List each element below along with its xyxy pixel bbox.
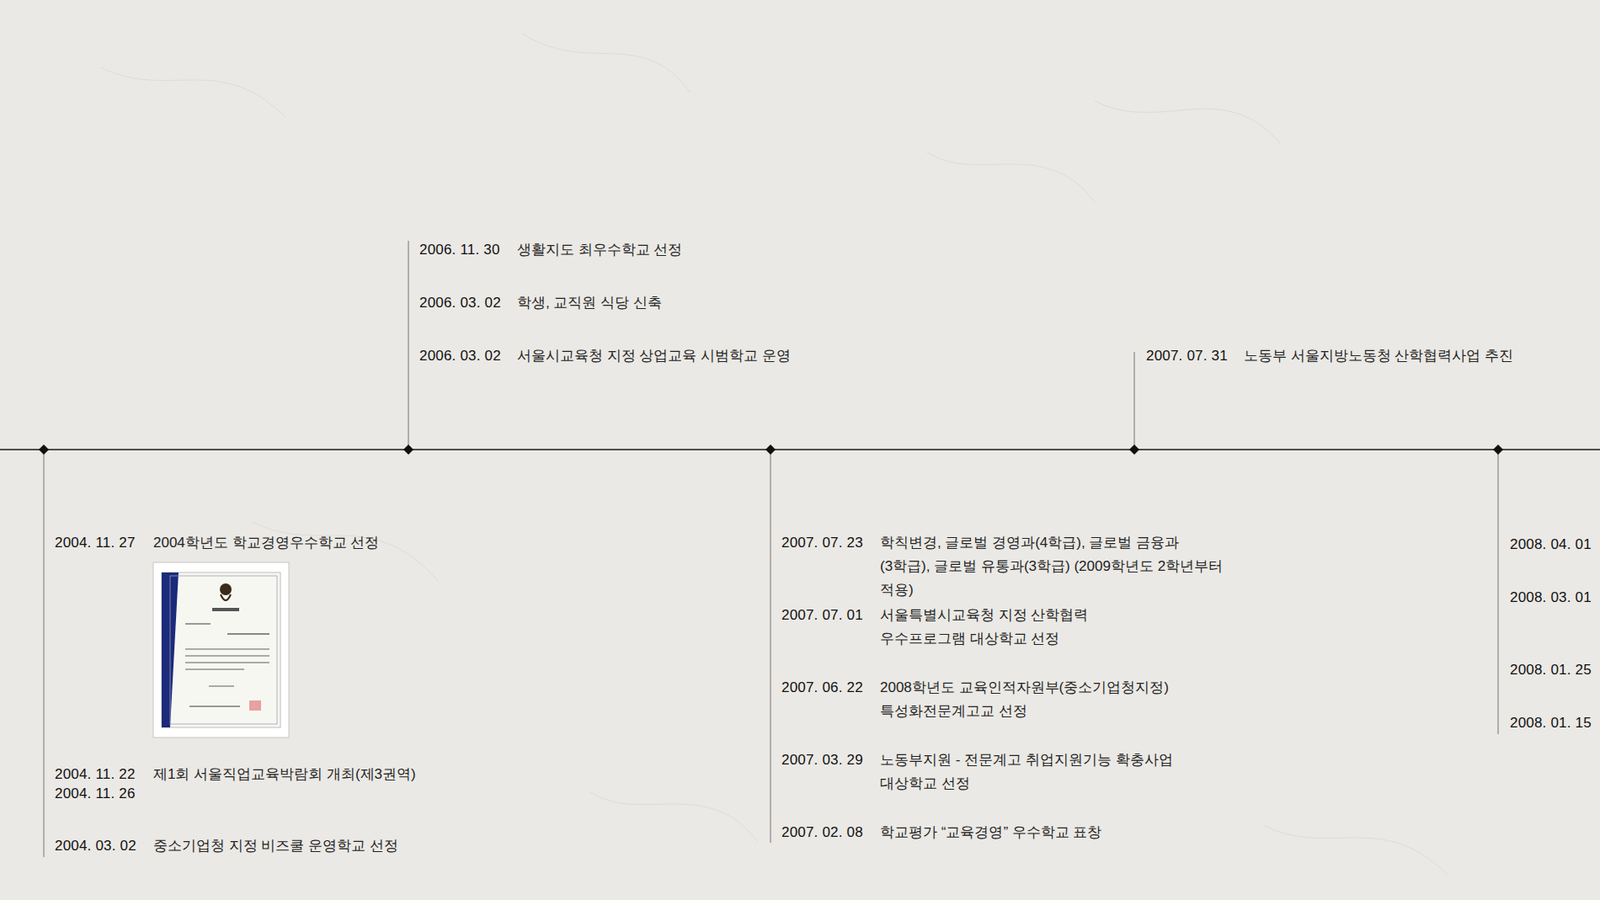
date-label: 2008. 04. 01 bbox=[1509, 533, 1592, 557]
event-label: 학교평가 “교육경영” 우수학교 표창 bbox=[880, 821, 1103, 845]
date-label: 2007. 02. 08 bbox=[781, 821, 864, 845]
stem bbox=[1133, 352, 1135, 450]
date-label: 2008. 01. 15 bbox=[1509, 711, 1592, 736]
event-label: 중소기업청 지정 비즈쿨 운영학교 선정 bbox=[153, 834, 399, 859]
date-label: 2008. 01. 25 bbox=[1509, 658, 1592, 683]
date-label: 2006. 03. 02 bbox=[419, 344, 502, 368]
diamond-marker bbox=[38, 444, 49, 455]
date-label: 2007. 03. 29 bbox=[781, 748, 864, 773]
event-label: 2004학년도 학교경영우수학교 선정 bbox=[153, 531, 379, 555]
date-label: 2006. 03. 02 bbox=[419, 291, 502, 315]
diamond-marker bbox=[1493, 444, 1504, 455]
event-label: 서울특별시교육청 지정 산학협력 우수프로그램 대상학교 선정 bbox=[880, 603, 1116, 651]
event-label: 생활지도 최우수학교 선정 bbox=[517, 238, 683, 262]
event-label: 2008학년도 교육인적자원부(중소기업청지정) 특성화전문계고교 선정 bbox=[880, 676, 1192, 724]
date-label: 2008. 03. 01 bbox=[1509, 586, 1592, 610]
date-label: 2007. 07. 23 bbox=[781, 531, 864, 555]
date-label: 2004. 03. 02 bbox=[54, 834, 137, 859]
stem bbox=[1497, 449, 1499, 735]
event-label: 노동부 서울지방노동청 산학협력사업 추진 bbox=[1243, 344, 1514, 368]
stem bbox=[42, 449, 44, 858]
date-label: 2007. 07. 31 bbox=[1146, 344, 1228, 368]
timeline-markers bbox=[38, 444, 1504, 455]
event-label: 제1회 서울직업교육박람회 개최(제3권역) bbox=[153, 762, 416, 787]
stem bbox=[769, 449, 771, 843]
timeline-stems bbox=[43, 240, 1499, 858]
diamond-marker bbox=[403, 444, 414, 455]
event-label: 학칙변경, 글로벌 경영과(4학급), 글로벌 금융과(3학급), 글로벌 유통… bbox=[880, 531, 1226, 603]
date-label: 2007. 07. 01 bbox=[781, 603, 864, 628]
event-label: 학생, 교직원 식당 신축 bbox=[517, 291, 662, 315]
date-label: 2007. 06. 22 bbox=[781, 676, 864, 700]
paper-texture bbox=[101, 33, 1449, 876]
date-label: 2004. 11. 26 bbox=[54, 782, 136, 806]
timeline-axis bbox=[0, 448, 1600, 451]
date-label: 2004. 11. 27 bbox=[54, 531, 136, 555]
event-label: 노동부지원 - 전문계고 취업지원기능 확충사업 대상학교 선정 bbox=[880, 748, 1184, 796]
stem bbox=[407, 240, 409, 450]
diamond-marker bbox=[1129, 444, 1140, 455]
certificate-photo bbox=[153, 562, 289, 738]
diamond-marker bbox=[765, 444, 776, 455]
event-label: 서울시교육청 지정 상업교육 시범학교 운영 bbox=[517, 344, 791, 368]
date-label: 2006. 11. 30 bbox=[419, 238, 501, 262]
date-label: 2004. 11. 22 bbox=[54, 762, 136, 787]
